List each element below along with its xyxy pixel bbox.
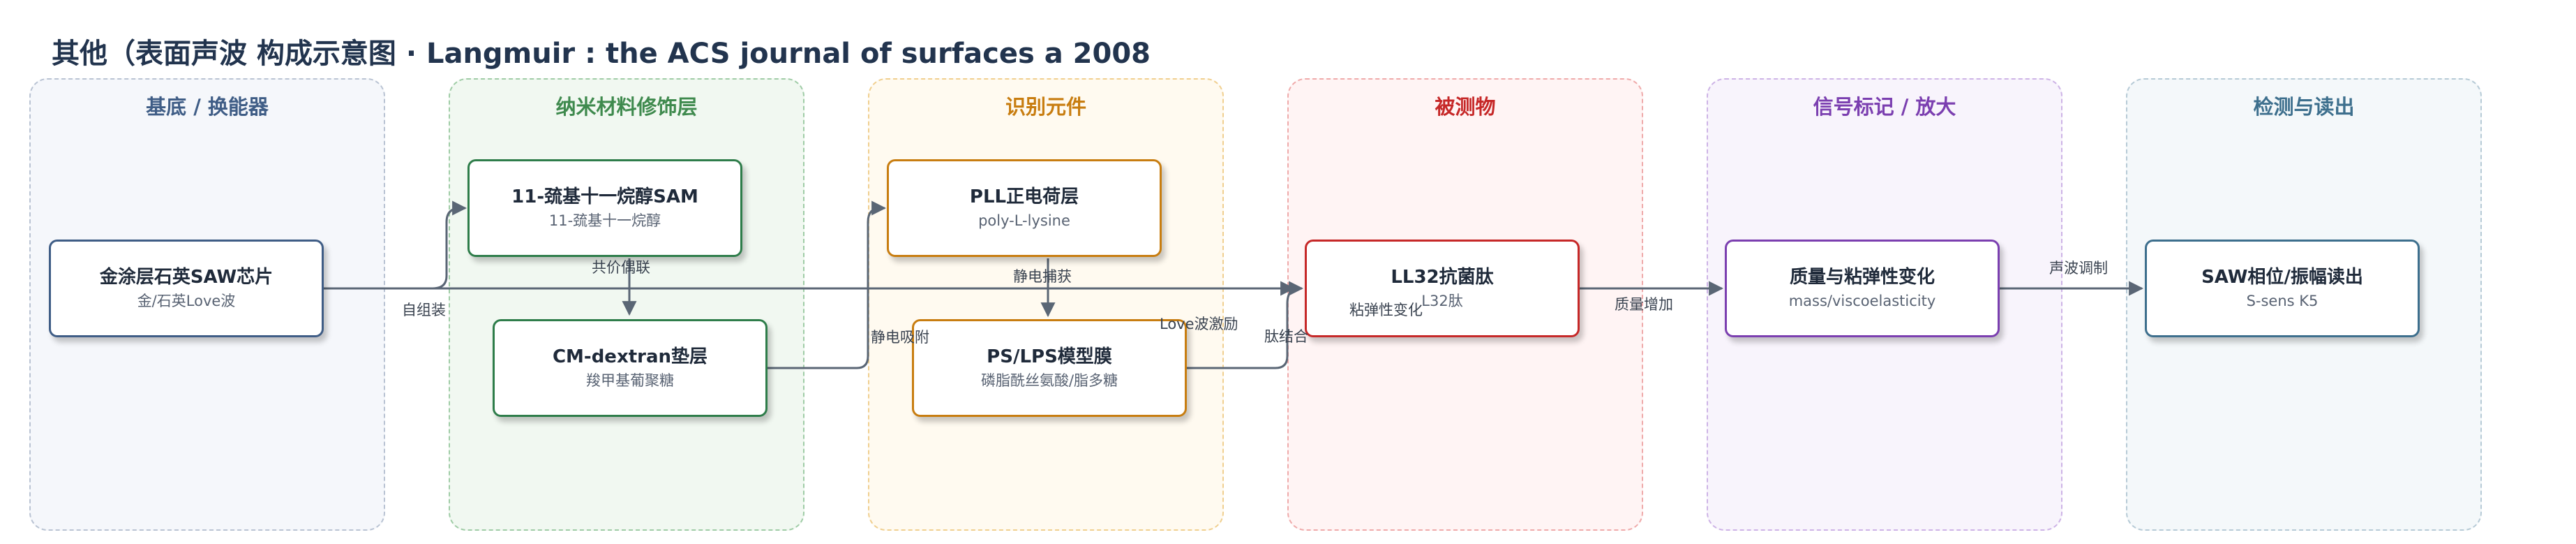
edge-label-electrostatic-adsorption: 静电吸附 [871,329,929,346]
node-mass-viscoelasticity: 质量与粘弹性变化 mass/viscoelasticity [1725,240,2000,337]
node-subtitle: 羧甲基葡聚糖 [586,372,674,390]
node-title: CM-dextran垫层 [552,346,708,367]
node-sam: 11-巯基十一烷醇SAM 11-巯基十一烷醇 [467,159,742,257]
node-peptide: LL32抗菌肽 L32肽 [1305,240,1580,337]
edge-label-self-assembly: 自组装 [402,302,446,318]
node-saw-chip: 金涂层石英SAW芯片 金/石英Love波 [49,240,324,337]
node-subtitle: L32肽 [1421,293,1463,310]
node-subtitle: 金/石英Love波 [137,293,236,310]
edge-label-acoustic-modulation: 声波调制 [2049,260,2108,277]
lane-title: 纳米材料修饰层 [555,95,698,119]
node-subtitle: 11-巯基十一烷醇 [548,212,661,230]
node-dextran: CM-dextran垫层 羧甲基葡聚糖 [493,319,767,417]
node-title: PS/LPS模型膜 [987,346,1112,367]
node-subtitle: poly-L-lysine [978,212,1070,230]
lane-title: 信号标记 / 放大 [1813,95,1956,119]
node-membrane: PS/LPS模型膜 磷脂酰丝氨酸/脂多糖 [912,319,1187,417]
node-subtitle: 磷脂酰丝氨酸/脂多糖 [980,372,1118,390]
edge-label-love-wave: Love波激励 [1160,316,1238,332]
edge-label-viscoelastic: 粘弹性变化 [1349,302,1423,318]
node-title: 质量与粘弹性变化 [1789,266,1935,288]
page-title: 其他（表面声波 构成示意图 · Langmuir : the ACS journ… [52,38,1151,70]
lane-title: 被测物 [1435,95,1496,119]
node-subtitle: S-sens K5 [2246,293,2319,310]
node-title: SAW相位/振幅读出 [2201,266,2363,288]
node-subtitle: mass/viscoelasticity [1788,293,1936,310]
node-title: PLL正电荷层 [969,186,1079,207]
node-readout: SAW相位/振幅读出 S-sens K5 [2145,240,2420,337]
edge-label-covalent: 共价偶联 [592,259,650,276]
node-title: LL32抗菌肽 [1391,266,1494,288]
node-pll: PLL正电荷层 poly-L-lysine [887,159,1162,257]
node-title: 11-巯基十一烷醇SAM [511,186,698,207]
edge-membrane-to-peptide [1186,281,1304,369]
lane-title: 检测与读出 [2253,95,2355,119]
edge-chip-to-sam [432,200,467,290]
edge-label-mass-increase: 质量增加 [1615,296,1673,313]
lane-title: 基底 / 换能器 [146,95,269,119]
node-title: 金涂层石英SAW芯片 [99,266,274,288]
lane-title: 识别元件 [1005,95,1086,119]
edge-label-peptide-binding: 肽结合 [1264,328,1308,345]
edge-dextran-to-pll [767,200,887,369]
edge-label-electrostatic-capture: 静电捕获 [1013,268,1072,285]
